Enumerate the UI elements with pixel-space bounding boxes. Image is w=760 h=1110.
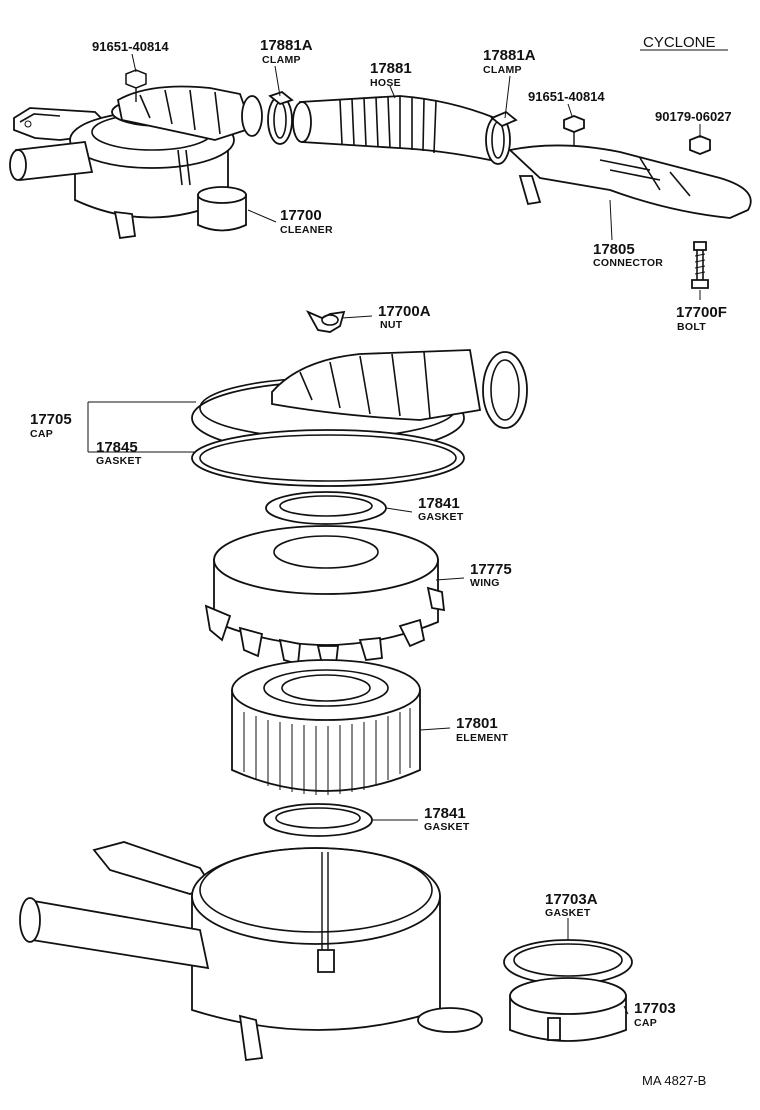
wing-drawing [204,525,446,666]
callout-element: 17801 ELEMENT [456,715,509,744]
callout-gasket-lower: 17841 GASKET [424,805,470,833]
label-name: HOSE [370,77,401,89]
label-number: 17845 [96,439,138,456]
callout-wing: 17775 WING [470,561,512,589]
label-name: CONNECTOR [593,257,663,269]
label-number: 90179-06027 [655,109,732,124]
label-number: 17700F [676,304,727,321]
label-number: 91651-40814 [528,89,605,104]
label-name: NUT [380,319,403,331]
label-number: 91651-40814 [92,39,169,54]
label-number: 17703 [634,1000,676,1017]
wing-nut-drawing [305,310,346,333]
callout-connector: 17805 CONNECTOR [593,241,663,269]
callout-clamp-right: 17881A CLAMP [483,47,536,76]
label-name: CLEANER [280,224,333,236]
callout-bolt-top-left: 91651-40814 [92,39,169,54]
label-number: 17700 [280,207,322,224]
callout-cap-dust: 17703 CAP [634,1000,676,1029]
label-name: GASKET [545,907,591,919]
label-name: BOLT [677,321,706,333]
label-name: GASKET [424,821,470,833]
callout-hose: 17881 HOSE [370,60,412,89]
dust-cap-drawing [503,939,633,1042]
label-number: 17881A [483,47,536,64]
diagram-title: CYCLONE [643,34,716,51]
label-number: 17805 [593,241,635,258]
label-number: 17775 [470,561,512,578]
label-number: 17881 [370,60,412,77]
callout-wing-nut: 17700A NUT [378,303,431,331]
label-number: 17700A [378,303,431,320]
element-drawing [231,659,421,795]
lower-gasket-drawing [263,803,373,837]
callout-bolt-top-right: 91651-40814 [528,89,605,104]
label-number: 17703A [545,891,598,908]
callout-gasket-upper: 17841 GASKET [418,495,464,523]
cleaner-body-drawing [19,841,483,1062]
callout-cap-main: 17705 CAP [30,411,72,440]
callout-gasket-cap: 17845 GASKET [96,439,142,467]
label-number: 17881A [260,37,313,54]
cleaner-assembly-drawing [9,69,752,289]
label-name: CAP [634,1017,657,1029]
upper-gasket-drawing [265,491,387,525]
label-name: ELEMENT [456,732,509,744]
callout-cleaner: 17700 CLEANER [280,207,333,236]
label-name: CLAMP [262,54,301,66]
label-number: 17841 [424,805,466,822]
label-number: 17705 [30,411,72,428]
label-name: GASKET [418,511,464,523]
callout-bolt: 17700F BOLT [676,304,727,333]
drawing-code: MA 4827-B [642,1073,706,1088]
callout-clamp-left: 17881A CLAMP [260,37,313,66]
label-name: GASKET [96,455,142,467]
callout-gasket-dust: 17703A GASKET [545,891,598,919]
label-name: CLAMP [483,64,522,76]
label-number: 17801 [456,715,498,732]
label-number: 17841 [418,495,460,512]
cap-gasket-drawing [191,429,465,487]
label-name: WING [470,577,500,589]
callout-nut-top: 90179-06027 [655,109,732,124]
label-name: CAP [30,428,53,440]
leader-lines [87,53,701,1015]
